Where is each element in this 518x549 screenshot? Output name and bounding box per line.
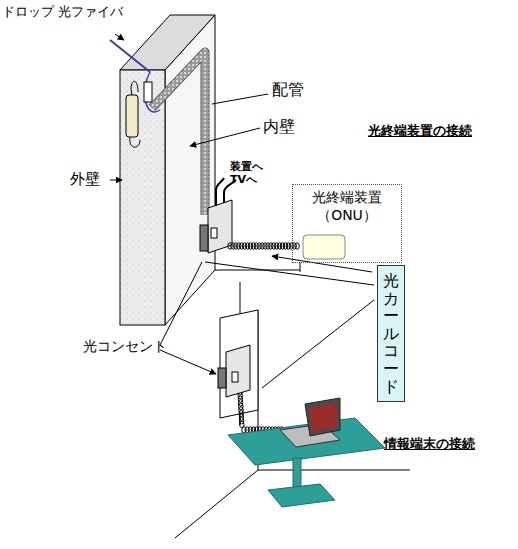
- curl-cord: [228, 243, 299, 433]
- part-label: 配管: [272, 80, 322, 99]
- part-label: 光コンセント: [83, 338, 183, 355]
- onu-device: [303, 235, 345, 259]
- device-box: 光終端装置 （ONU）: [292, 184, 402, 263]
- part-label: 内壁: [263, 117, 313, 136]
- section-heading: 光終端装置の接続: [368, 123, 516, 139]
- section-heading: 情報端末の接続: [384, 436, 514, 452]
- node-text: 光終端装置 （ONU）: [297, 189, 397, 225]
- table: [228, 418, 385, 507]
- note-label: 装置へ TVへ: [230, 160, 270, 186]
- coil-turn: [295, 243, 299, 249]
- drop-fiber: [110, 40, 160, 147]
- part-label: ドロップ 光ファイバ: [2, 4, 132, 20]
- conduit-pipe: [152, 52, 205, 215]
- callout-box: 光カールコード: [377, 265, 405, 402]
- part-label: 外壁: [70, 170, 115, 188]
- outer-wall: [120, 15, 215, 325]
- node-text: 光カールコード: [383, 272, 399, 395]
- optical-outlet-lower: [218, 345, 250, 397]
- optical-outlet-upper: [200, 178, 236, 253]
- laptop: [280, 398, 340, 447]
